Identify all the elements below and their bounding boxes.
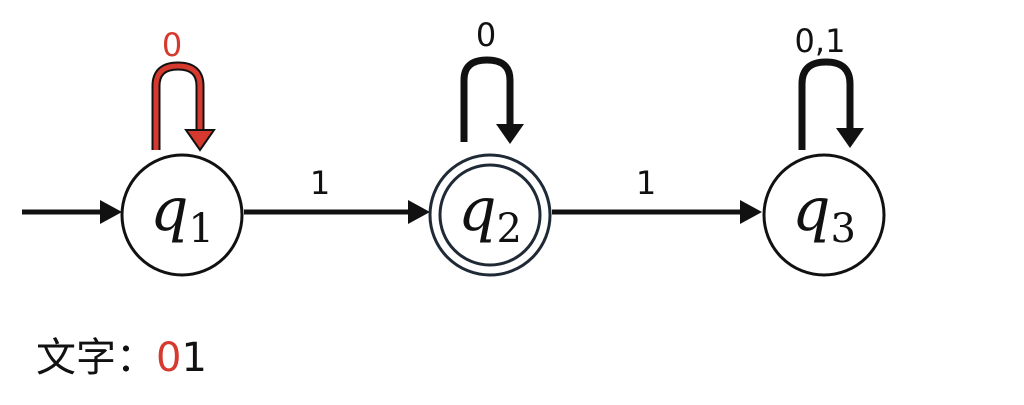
- accept-ring-q2: [438, 163, 542, 267]
- svg-text:q3: q3: [792, 175, 856, 252]
- transition-q2-q3: 1: [552, 164, 762, 224]
- input-label: 文字：: [36, 335, 156, 381]
- self-loop-label-q1: 0: [162, 26, 182, 64]
- input-remaining-symbols: 1: [181, 335, 207, 381]
- state-q2-name: q: [458, 175, 496, 245]
- self-loop-q3: 0,1: [795, 22, 864, 150]
- state-q1-name: q: [150, 175, 188, 245]
- svg-text:q1: q1: [150, 175, 214, 252]
- transition-label-q2-q3: 1: [636, 164, 656, 202]
- input-string-caption: 文字：01: [36, 334, 207, 382]
- input-consumed-symbol: 0: [156, 335, 182, 381]
- state-q2-subscript: 2: [496, 206, 521, 252]
- state-q3: q3: [762, 153, 886, 277]
- self-loop-label-q3: 0,1: [795, 22, 846, 60]
- self-loop-q2: 0: [460, 16, 524, 144]
- svg-text:q2: q2: [458, 175, 522, 252]
- state-q2: q2: [428, 153, 552, 277]
- transition-q1-q2: 1: [244, 164, 430, 224]
- state-q1: q1: [120, 153, 244, 277]
- state-q1-subscript: 1: [188, 206, 213, 252]
- state-q3-name: q: [792, 175, 830, 245]
- self-loop-label-q2: 0: [476, 16, 496, 54]
- self-loop-q1: 0: [151, 26, 216, 152]
- state-q3-subscript: 3: [830, 206, 855, 252]
- transition-label-q1-q2: 1: [310, 164, 330, 202]
- start-arrow: [22, 200, 122, 224]
